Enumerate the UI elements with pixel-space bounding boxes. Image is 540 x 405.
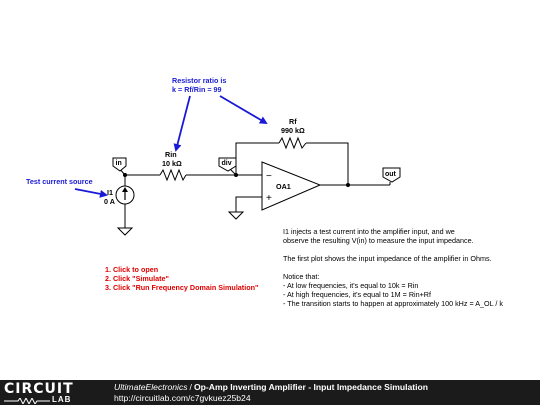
footer-circuit-name[interactable]: Op-Amp Inverting Amplifier - Input Imped… <box>193 382 429 392</box>
source-ground-icon <box>116 227 134 236</box>
net-label-in: in <box>116 160 122 167</box>
opamp-plus-wire <box>235 196 262 212</box>
description-line: - The transition starts to happen at app… <box>283 299 503 308</box>
ratio-arrow-to-rf <box>219 95 268 125</box>
description-line: - At low frequencies, it's equal to 10k … <box>283 281 419 290</box>
opamp-name-label: OA1 <box>276 182 291 191</box>
footer-url[interactable]: http://circuitlab.com/c7gvkuez25b24 <box>114 393 251 403</box>
description-text: I1 injects a test current into the ampli… <box>283 227 503 308</box>
step-simulate[interactable]: 2. Click "Simulate" <box>105 274 169 283</box>
ratio-arrow-to-rin <box>173 95 191 152</box>
description-line <box>283 263 503 272</box>
rin-value-label: 10 kΩ <box>162 159 182 168</box>
opamp-ground-icon <box>227 211 245 220</box>
net-label-out: out <box>385 171 397 178</box>
logo-resistor-icon <box>4 398 50 404</box>
source-value-label: 0 A <box>104 197 115 206</box>
description-line: Notice that: <box>283 272 320 281</box>
net-label-div-box[interactable] <box>218 157 237 172</box>
rf-name-label: Rf <box>289 117 297 126</box>
logo-text-circuit: CIRCUIT <box>4 381 74 397</box>
ratio-annotation-line2: k = Rf/Rin = 99 <box>172 85 222 94</box>
rf-resistor-symbol[interactable] <box>278 136 307 150</box>
instruction-steps: 1. Click to open 2. Click "Simulate" 3. … <box>105 265 258 292</box>
source-arrow <box>74 188 108 198</box>
description-line: The first plot shows the input impedance… <box>283 254 492 263</box>
rin-name-label: Rin <box>165 150 177 159</box>
source-annotation: Test current source <box>26 177 93 186</box>
footer-user[interactable]: UltimateElectronics <box>114 382 188 392</box>
footer-bar: CIRCUIT LAB UltimateElectronics/Op-Amp I… <box>0 380 540 405</box>
step-open[interactable]: 1. Click to open <box>105 265 159 274</box>
step-run-frequency[interactable]: 3. Click "Run Frequency Domain Simulatio… <box>105 283 259 292</box>
current-arrowhead-icon <box>122 187 128 192</box>
rin-resistor-symbol[interactable] <box>159 168 187 182</box>
description-line <box>283 245 503 254</box>
ratio-annotation-line1: Resistor ratio is <box>172 76 226 85</box>
source-name-label: I1 <box>107 188 113 197</box>
opamp-plus-sign: + <box>266 193 272 204</box>
description-line: observe the resulting V(in) to measure t… <box>283 236 474 245</box>
opamp-minus-sign: − <box>266 171 272 182</box>
description-line: - At high frequencies, it's equal to 1M … <box>283 290 431 299</box>
feedback-wire-output <box>306 142 349 185</box>
circuitlab-logo[interactable]: CIRCUIT LAB <box>4 381 90 404</box>
footer-separator: / <box>189 382 192 392</box>
logo-text-lab: LAB <box>52 395 72 404</box>
rf-value-label: 990 kΩ <box>281 126 305 135</box>
net-label-out-box[interactable] <box>382 167 401 183</box>
schematic-canvas: Resistor ratio is k = Rf/Rin = 99 Test c… <box>26 76 401 236</box>
opamp-triangle[interactable] <box>261 161 322 211</box>
description-line: I1 injects a test current into the ampli… <box>283 227 455 236</box>
footer-title: UltimateElectronics/Op-Amp Inverting Amp… <box>114 382 428 392</box>
net-label-in-box[interactable] <box>112 157 127 172</box>
net-label-div: div <box>222 160 232 167</box>
